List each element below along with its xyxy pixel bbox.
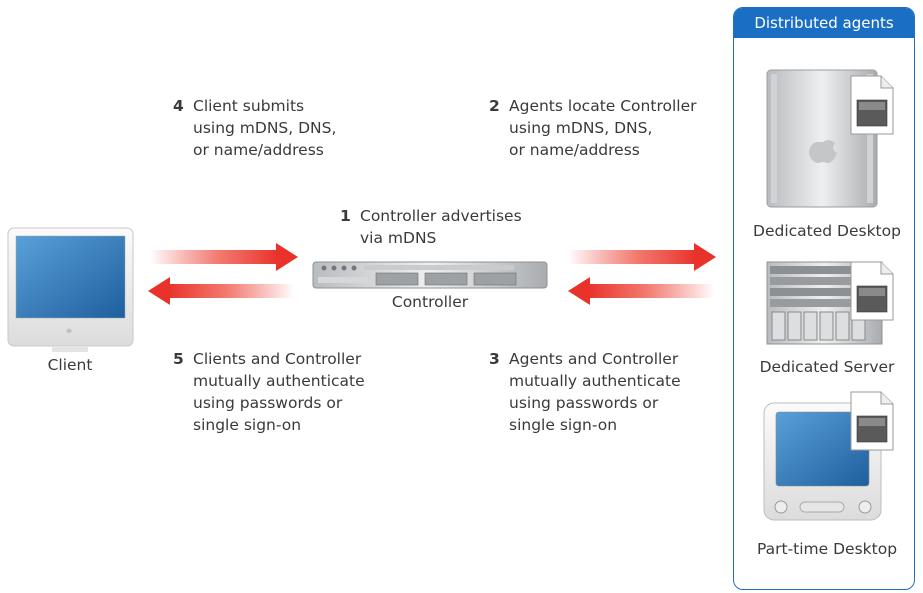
controller-xserve-icon xyxy=(312,261,548,289)
agent-document-icon xyxy=(850,75,894,135)
agent-document-icon xyxy=(850,391,894,451)
agent-document-icon xyxy=(850,261,894,321)
agent-label-dedicated-desktop: Dedicated Desktop xyxy=(753,222,901,240)
agent-label-part-time-desktop: Part-time Desktop xyxy=(756,540,898,558)
panel-title: Distributed agents xyxy=(734,8,914,38)
arrow-controller-to-client xyxy=(148,277,294,305)
agent-label-dedicated-server: Dedicated Server xyxy=(759,358,895,376)
part-time-desktop-icon xyxy=(763,402,882,521)
distributed-agents-panel: Distributed agents xyxy=(733,7,915,590)
client-label: Client xyxy=(47,356,93,374)
dedicated-desktop-icon xyxy=(766,69,878,208)
arrow-controller-to-agents xyxy=(568,243,716,271)
arrow-client-to-controller xyxy=(150,243,298,271)
arrow-agents-to-controller xyxy=(568,277,714,305)
client-imac-icon xyxy=(7,227,134,352)
controller-label: Controller xyxy=(391,293,469,311)
